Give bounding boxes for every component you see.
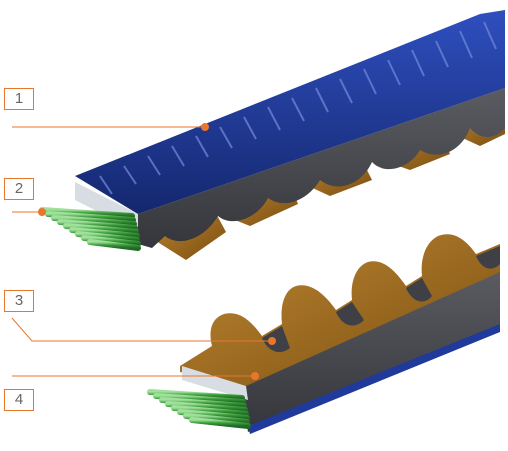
callout-marker-3-icon xyxy=(268,337,276,345)
top-belt xyxy=(39,10,505,260)
bottom-belt xyxy=(147,234,500,434)
callout-markers xyxy=(38,123,276,380)
callout-label-2: 2 xyxy=(4,178,34,200)
bottom-belt-rubber-body xyxy=(240,270,500,432)
callout-marker-1-icon xyxy=(201,123,209,131)
bottom-belt-cord-layer xyxy=(182,366,248,400)
bottom-belt-backing xyxy=(248,324,500,434)
callout-marker-2-icon xyxy=(38,208,46,216)
leader-line-3 xyxy=(11,317,272,342)
callout-label-4: 4 xyxy=(4,389,34,411)
callout-label-3: 3 xyxy=(4,290,34,312)
top-belt-ribs xyxy=(99,21,497,195)
callout-leaders xyxy=(11,126,272,377)
top-belt-rubber-body xyxy=(138,88,505,248)
callout-marker-4-icon xyxy=(251,372,259,380)
callout-label-1: 1 xyxy=(4,88,34,110)
bottom-belt-tooth-gaps xyxy=(262,246,500,353)
bottom-belt-tension-cords xyxy=(147,389,251,429)
top-belt-tension-cords xyxy=(39,207,141,251)
